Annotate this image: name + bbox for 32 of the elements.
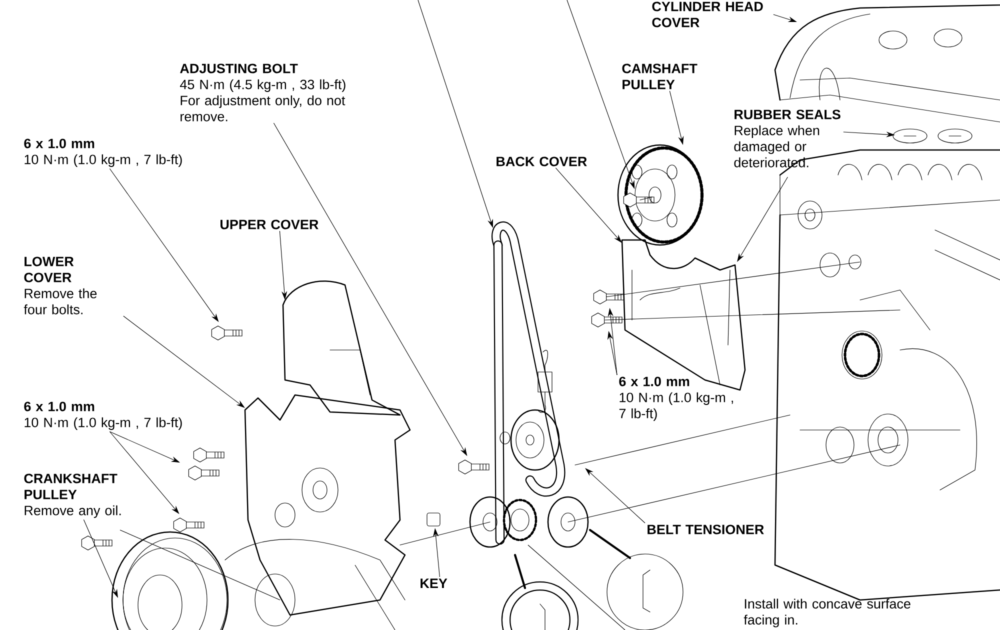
- part-label: LOWER COVER: [24, 256, 74, 282]
- part-label: CAMSHAFT PULLEY: [622, 64, 698, 90]
- bolt: [193, 448, 224, 462]
- part-label: KEY: [420, 578, 448, 588]
- part-label: CRANKSHAFT PULLEY: [24, 474, 118, 500]
- note-text: Install with concave surface facing in.: [744, 598, 910, 628]
- part-label: 6 x 1.0 mm: [24, 138, 94, 148]
- bolt: [211, 326, 242, 340]
- part-label: 6 x 1.0 mm: [24, 402, 94, 412]
- torque-note: 10 N·m (1.0 kg-m , 7 lb-ft): [24, 417, 182, 430]
- torque-note: Remove any oil.: [24, 505, 121, 518]
- torque-note: 10 N·m (1.0 kg-m , 7 lb-ft): [619, 392, 733, 421]
- bolt: [188, 466, 220, 480]
- bolt: [81, 536, 112, 550]
- torque-note: 10 N·m (1.0 kg-m , 7 lb-ft): [24, 154, 182, 167]
- part-label: 6 x 1.0 mm: [619, 376, 690, 386]
- bolt: [173, 518, 204, 532]
- leader-line: [585, 468, 646, 524]
- torque-note: 45 N·m (4.5 kg-m , 33 lb-ft) For adjustment only, do not remove.: [180, 79, 346, 122]
- part-label: CYLINDER HEAD COVER: [652, 2, 763, 28]
- leader-line: [123, 316, 245, 408]
- bolt: [591, 312, 622, 328]
- part-label: RUBBER SEALS: [734, 110, 840, 120]
- torque-note: Remove the four bolts.: [24, 288, 97, 314]
- part-label: ADJUSTING BOLT: [180, 64, 298, 74]
- part-label: BACK COVER: [496, 156, 587, 166]
- part-label: UPPER COVER: [220, 220, 318, 230]
- bolt: [623, 192, 654, 208]
- bolt: [458, 460, 490, 474]
- leader-line: [555, 168, 622, 243]
- bolt: [593, 290, 624, 304]
- part-label: BELT TENSIONER: [648, 524, 764, 534]
